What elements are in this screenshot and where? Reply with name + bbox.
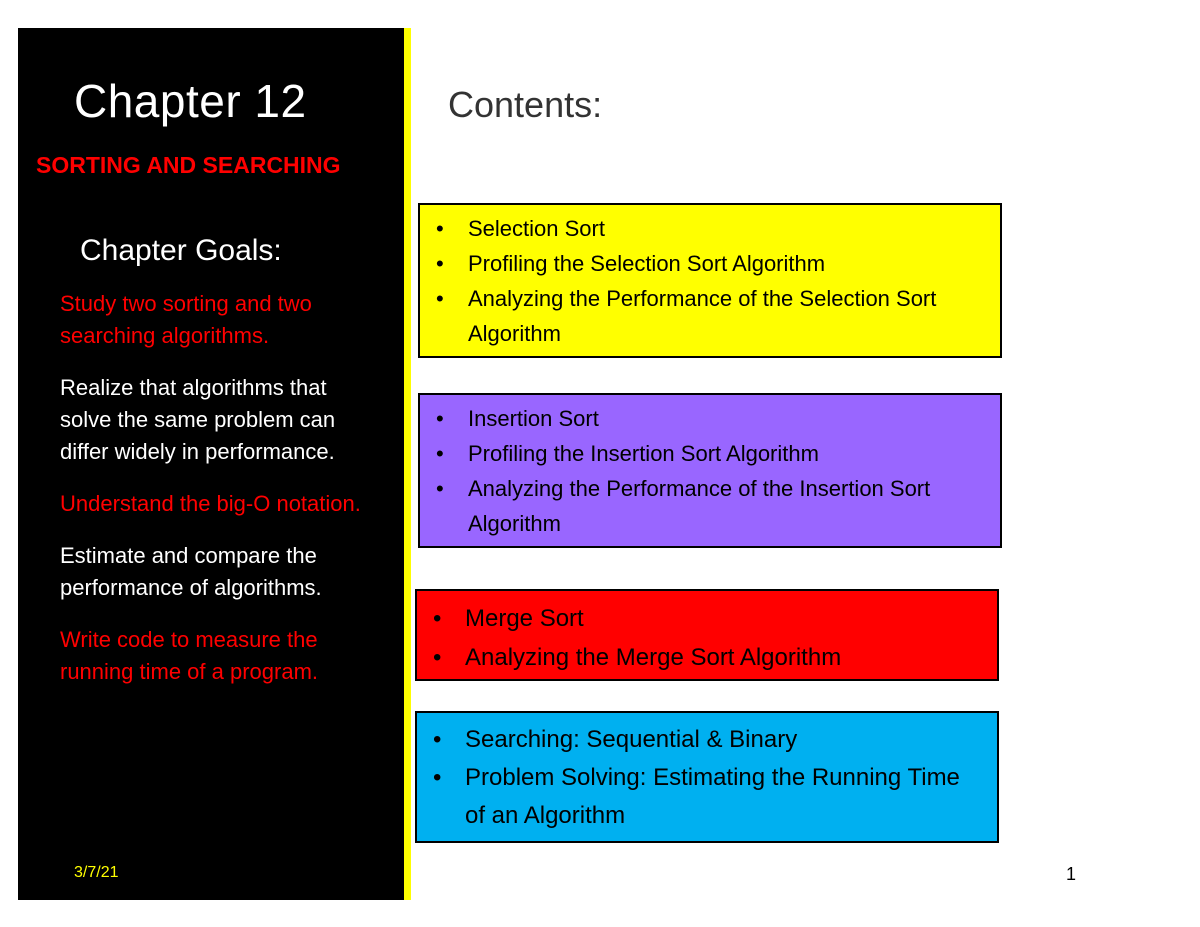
topic-item-label: Problem Solving: Estimating the Running … <box>465 764 960 829</box>
topic-item: • Problem Solving: Estimating the Running… <box>431 759 983 835</box>
bullet-icon: • <box>436 406 444 431</box>
topic-item: • Searching: Sequential & Binary <box>431 721 983 759</box>
bullet-icon: • <box>433 605 442 632</box>
left-panel <box>18 28 406 900</box>
bullet-icon: • <box>433 764 442 791</box>
topic-item: • Insertion Sort <box>434 401 986 436</box>
topic-item: • Analyzing the Performance of the Insert… <box>434 471 986 541</box>
topic-box-selection-sort: • Selection Sort • Profiling the Selection… <box>418 203 1002 358</box>
topic-item: • Analyzing the Merge Sort Algorithm <box>431 638 983 677</box>
topic-item-label: Searching: Sequential & Binary <box>465 726 798 753</box>
topic-item-label: Analyzing the Performance of the Inserti… <box>468 476 931 536</box>
goals-heading: Chapter Goals: <box>80 234 282 267</box>
goal-item: Understand the big-O notation. <box>60 491 361 516</box>
topic-box-merge-sort: • Merge Sort • Analyzing the Merge Sort Al… <box>415 589 999 681</box>
topic-item: • Profiling the Selection Sort Algorithm <box>434 246 986 281</box>
topic-box-searching: • Searching: Sequential & Binary • Problem… <box>415 711 999 843</box>
topic-item-label: Merge Sort <box>465 605 584 632</box>
bullet-icon: • <box>436 216 444 241</box>
bullet-icon: • <box>436 476 444 501</box>
topic-item-label: Profiling the Insertion Sort Algorithm <box>468 441 819 466</box>
topic-item: • Profiling the Insertion Sort Algorithm <box>434 436 986 471</box>
topic-box-insertion-sort: • Insertion Sort • Profiling the Insertion… <box>418 393 1002 548</box>
goal-item: Realize that algorithms that solve the s… <box>60 375 336 464</box>
topic-item-label: Analyzing the Merge Sort Algorithm <box>465 644 842 671</box>
goal-item: Write code to measure the running time o… <box>60 627 319 684</box>
goals-list: Study two sorting and two searching algo… <box>60 288 380 708</box>
slide-number: 1 <box>1066 864 1077 884</box>
goal-item: Estimate and compare the performance of … <box>60 543 322 600</box>
topic-item: • Merge Sort <box>431 599 983 638</box>
topic-item-label: Analyzing the Performance of the Selecti… <box>468 286 937 346</box>
slide-date: 3/7/21 <box>74 864 119 881</box>
topic-item: • Analyzing the Performance of the Select… <box>434 281 986 351</box>
bullet-icon: • <box>433 644 442 671</box>
bullet-icon: • <box>436 251 444 276</box>
bullet-icon: • <box>436 441 444 466</box>
goal-item: Study two sorting and two searching algo… <box>60 291 312 348</box>
contents-heading: Contents: <box>448 84 603 125</box>
bullet-icon: • <box>436 286 444 311</box>
topic-item: • Selection Sort <box>434 211 986 246</box>
chapter-title: Chapter 12 <box>74 75 307 127</box>
bullet-icon: • <box>433 726 442 753</box>
topic-item-label: Profiling the Selection Sort Algorithm <box>468 251 826 276</box>
yellow-divider-strip <box>404 28 411 900</box>
topic-item-label: Selection Sort <box>468 216 605 241</box>
chapter-subtitle: SORTING AND SEARCHING <box>36 152 341 178</box>
topic-item-label: Insertion Sort <box>468 406 599 431</box>
